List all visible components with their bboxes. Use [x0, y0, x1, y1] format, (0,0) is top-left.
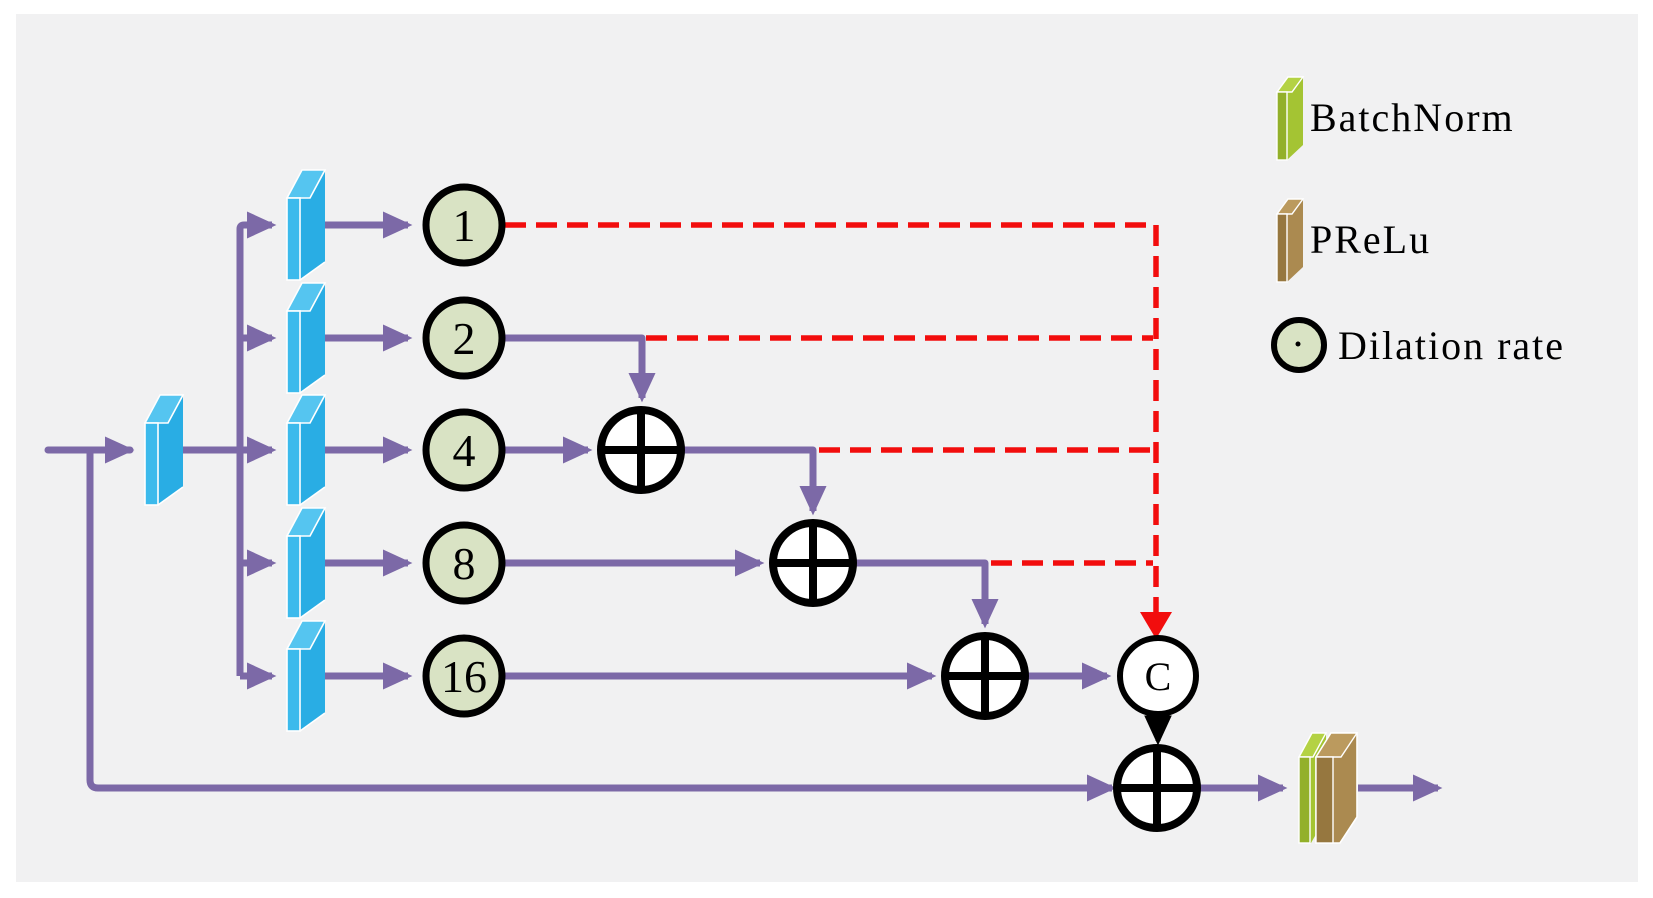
- sum1-to-sum2-elbow-arrow: [681, 446, 827, 516]
- final-sum-node: [1113, 744, 1201, 832]
- input-conv-box: [143, 394, 185, 506]
- sum2-to-sum3-elbow-arrow: [853, 559, 999, 629]
- legend-dilation-item: Dilation rate: [1271, 317, 1565, 373]
- dilation-rate-label-2: 2: [453, 313, 476, 364]
- dilation-node-3: 4: [422, 408, 506, 492]
- red-arrowhead-into-concat: [1140, 612, 1172, 639]
- dilation-node-2: 2: [422, 296, 506, 380]
- legend-prelu-item: PReLu: [1275, 198, 1431, 283]
- conv-box-row-2: [285, 282, 327, 394]
- red-dashed-row1-and-vertical: [505, 222, 1159, 612]
- plus-icon: [949, 640, 1021, 712]
- output-prelu-slab: [1314, 732, 1359, 844]
- legend-batchnorm-item: BatchNorm: [1275, 76, 1515, 161]
- batchnorm-prelu-stack: [1297, 732, 1359, 844]
- dilation-circle-3: [422, 408, 506, 492]
- sum-node-2: [769, 519, 857, 607]
- dilation-rate-label-3: 4: [453, 425, 476, 476]
- skip-connection-line: [86, 450, 1117, 802]
- dilation-rate-circle-icon: [1271, 317, 1327, 373]
- dilation-rate-label-4: 8: [453, 538, 476, 589]
- prelu-slab-icon: [1275, 198, 1305, 283]
- dilation-circle-4: [422, 521, 506, 605]
- dilation-circle-5: [422, 634, 506, 718]
- rate2-to-sum1-elbow-arrow: [502, 334, 656, 403]
- batchnorm-slab-icon: [1275, 76, 1305, 161]
- dilation-rate-label-1: 1: [453, 200, 476, 251]
- dilation-node-5: 16: [422, 634, 506, 718]
- legend-batchnorm-label: BatchNorm: [1310, 95, 1515, 140]
- legend-prelu-label: PReLu: [1310, 217, 1431, 262]
- plus-icon: [777, 527, 849, 599]
- dilation-node-1: 1: [422, 183, 506, 267]
- fan-vertical-line-and-branch-row-1: [236, 211, 277, 676]
- dilation-node-4: 8: [422, 521, 506, 605]
- dilation-rate-label-5: 16: [441, 651, 487, 702]
- plus-icon: [1121, 752, 1193, 824]
- concat-node: C: [1117, 635, 1199, 717]
- sum-node-3: [941, 632, 1029, 720]
- plus-icon: [605, 414, 677, 486]
- conv-box-row-5: [285, 620, 327, 732]
- sum-node-1: [597, 406, 685, 494]
- conv-box-row-1: [285, 169, 327, 281]
- concat-node-label: C: [1145, 654, 1172, 699]
- legend: BatchNorm PReLu Dilation rate: [1271, 76, 1565, 373]
- conv-box-row-3: [285, 394, 327, 506]
- dilation-circle-2: [422, 296, 506, 380]
- legend-dilation-label: Dilation rate: [1338, 323, 1565, 368]
- dilation-circle-1: [422, 183, 506, 267]
- conv-box-row-4: [285, 507, 327, 619]
